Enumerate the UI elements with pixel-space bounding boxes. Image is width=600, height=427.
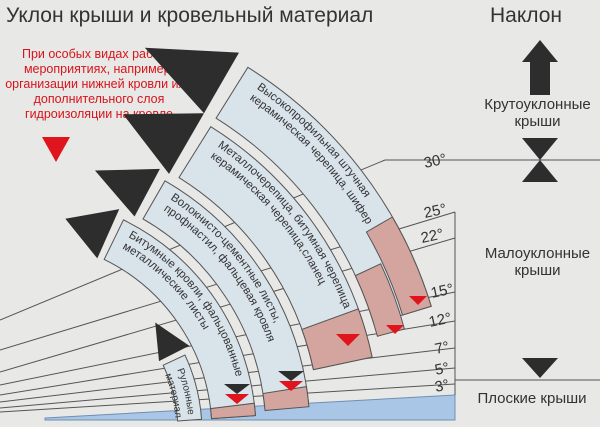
material-band — [103, 219, 256, 420]
arrow-up-icon — [522, 40, 558, 95]
underlay-zone — [301, 308, 373, 371]
red-arrow-down-icon — [336, 334, 360, 346]
angle-label: 22° — [419, 226, 445, 247]
special-work-note: При особых видах работ и мероприятиях, н… — [5, 47, 193, 121]
arrow-up-icon — [94, 168, 160, 217]
red-arrow-down-icon — [279, 381, 303, 391]
angle-label: 30° — [422, 151, 448, 172]
arrow-up-icon — [123, 113, 204, 174]
arrow-up-icon — [155, 322, 190, 362]
material-band — [162, 354, 203, 422]
diagram-title: Уклон крыши и кровельный материал — [6, 4, 374, 27]
arrow-up-icon — [144, 47, 239, 114]
arrow-down-icon — [278, 371, 304, 381]
underlay-zone — [354, 263, 406, 337]
arrow-down-icon — [522, 358, 558, 378]
angle-label: 25° — [422, 201, 448, 222]
angle-label: 12° — [427, 310, 453, 331]
arrow-up-icon — [65, 209, 120, 259]
arrow-down-icon — [522, 138, 558, 160]
low-slope-roofs-label: Малоуклонные крыши — [484, 245, 591, 279]
material-band — [142, 180, 309, 407]
red-arrow-down-icon — [409, 296, 427, 305]
underlay-zone — [210, 402, 256, 420]
underlay-zone — [365, 216, 432, 316]
underlay-zone — [262, 386, 310, 412]
angle-label: 15° — [429, 281, 455, 302]
red-arrow-down-icon — [42, 137, 70, 162]
steep-roofs-label: Крутоуклонные крыши — [484, 96, 591, 130]
arrow-down-icon — [224, 384, 250, 394]
angle-label: 3° — [433, 376, 451, 396]
angle-label: 7° — [433, 338, 451, 358]
red-arrow-down-icon — [225, 394, 249, 404]
material-band — [178, 126, 373, 371]
slope-title: Наклон — [490, 4, 563, 27]
flat-roofs-label: Плоские крыши — [477, 390, 587, 407]
arrow-up-icon — [522, 160, 558, 182]
red-arrow-down-icon — [386, 325, 404, 334]
angle-label: 5° — [433, 359, 451, 379]
